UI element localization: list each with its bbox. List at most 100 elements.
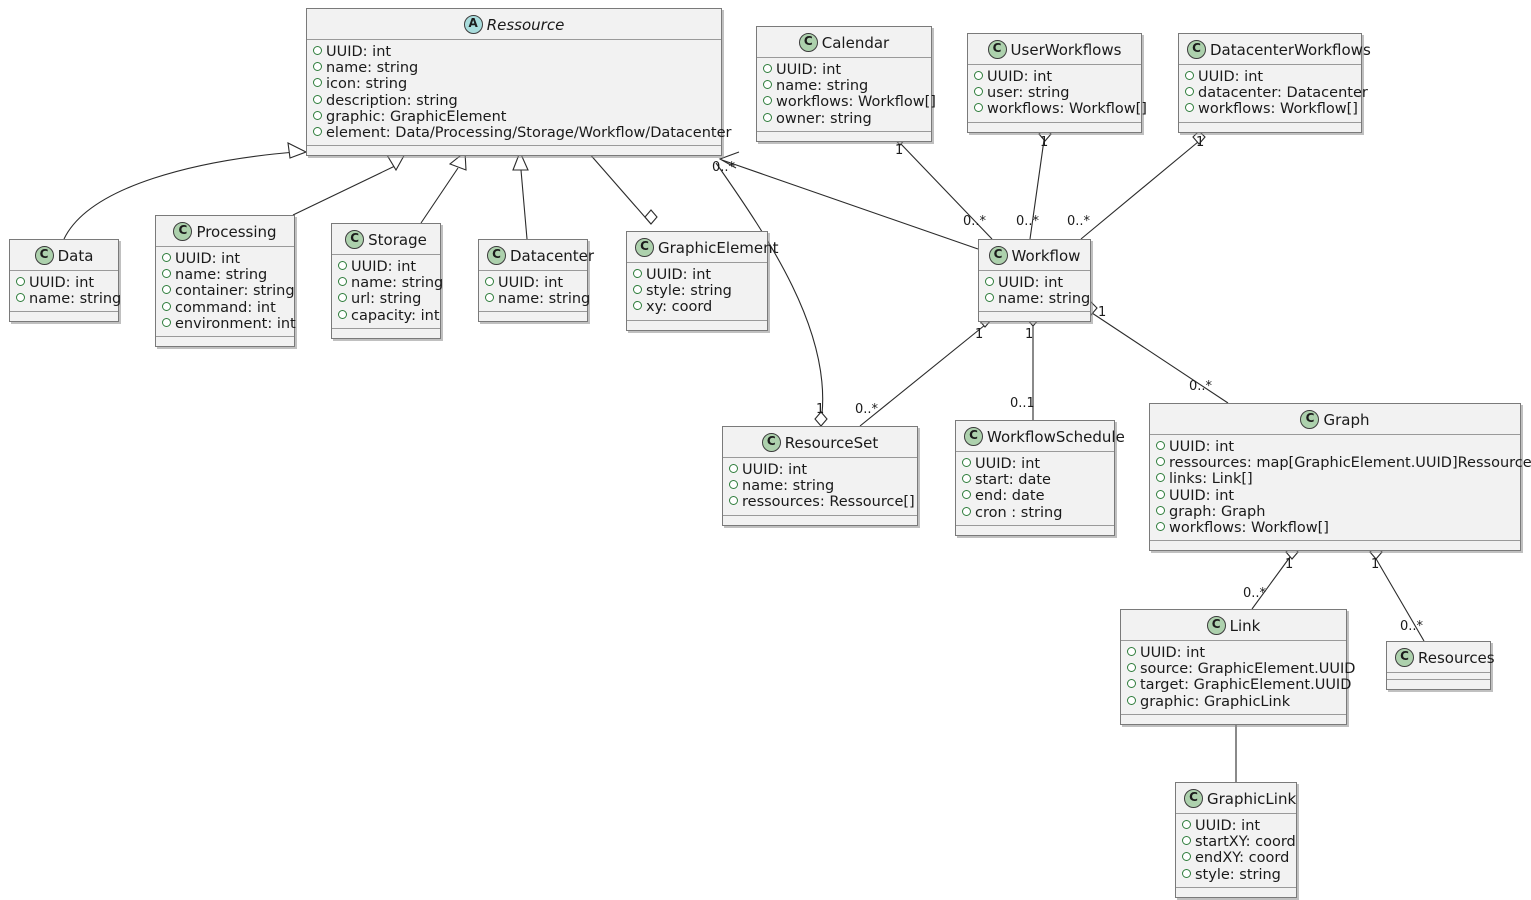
- uml-attribute-row: style: string: [1182, 867, 1290, 883]
- visibility-public-icon: [1127, 647, 1136, 656]
- uml-attribute-text: name: string: [498, 291, 591, 308]
- uml-attribute-row: ressources: Ressource[]: [729, 494, 915, 510]
- uml-attribute-text: container: string: [175, 283, 295, 300]
- uml-class-name-datacenterworkflows: DatacenterWorkflows: [1210, 40, 1371, 59]
- uml-attribute-row: environment: int: [162, 316, 296, 332]
- edge-datacenter-to-ressource: [520, 169, 528, 240]
- class-icon: C: [1184, 789, 1203, 808]
- uml-attribute-row: UUID: int: [162, 251, 288, 267]
- uml-attribute-text: end: date: [975, 488, 1045, 505]
- uml-class-name-graphicelement: GraphicElement: [658, 238, 779, 257]
- uml-attribute-text: workflows: Workflow[]: [987, 101, 1147, 118]
- uml-attribute-row: UUID: int: [1156, 488, 1514, 504]
- uml-attribute-text: startXY: coord: [1195, 834, 1296, 851]
- uml-methods-calendar: [757, 131, 931, 141]
- visibility-public-icon: [729, 496, 738, 506]
- uml-attribute-text: icon: string: [326, 76, 408, 93]
- class-icon: C: [987, 40, 1007, 59]
- uml-attribute-row: graphic: GraphicLink: [1127, 694, 1340, 710]
- uml-attribute-text: ressources: Ressource[]: [742, 494, 915, 511]
- uml-attribute-text: name: string: [998, 291, 1091, 308]
- visibility-public-icon: [485, 277, 494, 286]
- multiplicity-label: 0..1: [1010, 396, 1035, 411]
- edge-datacenterworkflows-to-workflow: [1080, 141, 1199, 240]
- uml-attribute-row: name: string: [485, 291, 590, 307]
- uml-attribute-row: description: string: [313, 93, 715, 109]
- uml-attribute-row: user: string: [974, 85, 1135, 101]
- visibility-public-icon: [162, 269, 171, 279]
- uml-attribute-row: name: string: [338, 275, 443, 291]
- uml-attribute-text: environment: int: [175, 315, 296, 332]
- uml-class-name-calendar: Calendar: [821, 33, 890, 52]
- uml-attribute-row: UUID: int: [633, 267, 761, 283]
- uml-attribute-text: UUID: int: [1169, 439, 1235, 455]
- abstract-class-icon: A: [463, 15, 483, 34]
- class-icon: C: [345, 230, 365, 249]
- class-icon: C: [1395, 648, 1414, 667]
- uml-attribute-text: graphic: GraphicLink: [1140, 693, 1291, 710]
- uml-attribute-text: UUID: int: [29, 275, 95, 291]
- class-icon: C: [635, 238, 654, 257]
- uml-attribute-text: capacity: int: [351, 307, 440, 324]
- visibility-public-icon: [313, 127, 322, 137]
- uml-class-name-storage: Storage: [368, 230, 427, 249]
- visibility-public-icon: [974, 103, 983, 113]
- uml-attribute-text: name: string: [742, 478, 835, 495]
- uml-attribute-row: name: string: [763, 78, 925, 94]
- multiplicity-label: 1: [895, 143, 904, 158]
- visibility-public-icon: [633, 301, 642, 311]
- visibility-public-icon: [162, 317, 171, 327]
- uml-attribute-row: name: string: [162, 267, 288, 283]
- class-icon: C: [1206, 616, 1226, 635]
- visibility-public-icon: [1156, 522, 1165, 532]
- uml-methods-link: [1121, 714, 1346, 724]
- uml-attribute-row: target: GraphicElement.UUID: [1127, 677, 1351, 693]
- visibility-public-icon: [1182, 836, 1191, 846]
- uml-attributes-resources: [1387, 673, 1490, 680]
- uml-attribute-row: links: Link[]: [1156, 471, 1514, 487]
- uml-attribute-text: UUID: int: [498, 275, 564, 291]
- uml-attribute-text: datacenter: Datacenter: [1198, 85, 1368, 102]
- uml-methods-ressource: [307, 146, 721, 156]
- uml-attribute-row: start: date: [962, 472, 1108, 488]
- uml-class-name-workflowschedule: WorkflowSchedule: [987, 427, 1125, 446]
- visibility-public-icon: [1182, 820, 1191, 829]
- uml-methods-graphicelement: [627, 320, 767, 330]
- uml-attribute-text: workflows: Workflow[]: [776, 94, 936, 111]
- uml-methods-workflowschedule: [956, 525, 1114, 535]
- uml-attribute-row: UUID: int: [763, 62, 925, 78]
- uml-attribute-text: source: GraphicElement.UUID: [1140, 661, 1356, 678]
- visibility-public-icon: [1185, 87, 1194, 97]
- uml-attribute-text: style: string: [1195, 866, 1281, 883]
- class-icon: C: [173, 222, 193, 241]
